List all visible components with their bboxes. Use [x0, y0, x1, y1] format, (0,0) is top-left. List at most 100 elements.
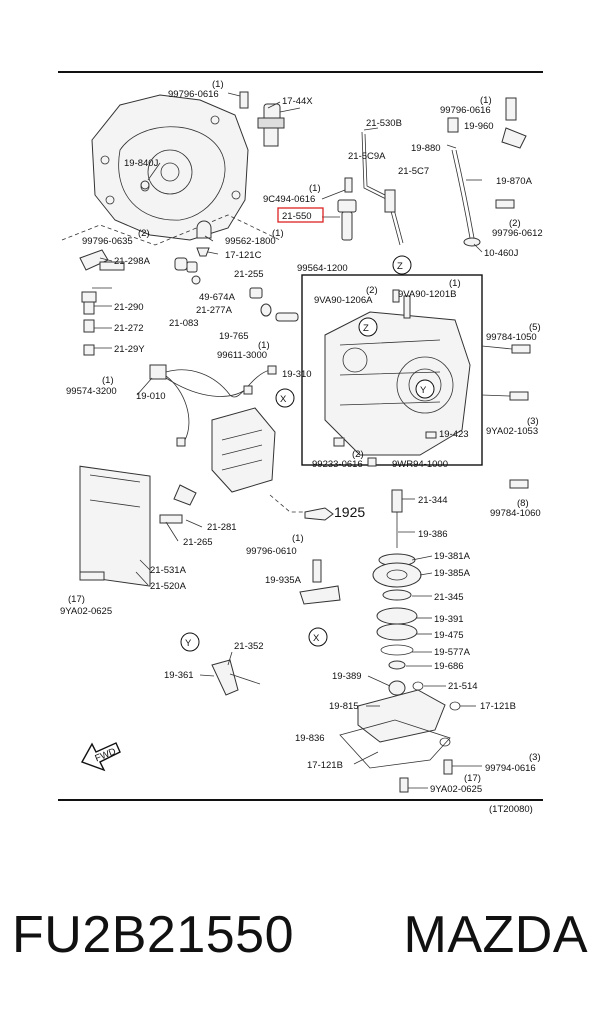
transmission-housing-illustration — [324, 289, 471, 467]
part-label: 99784-1060 — [490, 508, 541, 519]
left-small-parts — [79, 180, 299, 356]
qty-label: (2) — [509, 218, 521, 229]
part-label: 49-674A — [199, 292, 236, 303]
ref-y-housing: Y — [420, 385, 427, 396]
part-label: 21-298A — [114, 256, 151, 267]
dipstick-tube-illustration — [361, 97, 527, 247]
qty-label: (8) — [517, 498, 529, 509]
part-label: 99562-1800 — [225, 236, 276, 247]
part-label: 19-765 — [219, 331, 249, 342]
part-label: 19-815 — [329, 701, 359, 712]
part-label: 19-870A — [496, 176, 533, 187]
part-label: 21-531A — [150, 565, 187, 576]
part-label: 19-836 — [295, 733, 325, 744]
part-label: 9YA02-0625 — [60, 606, 112, 617]
part-label: 9YA02-1053 — [486, 426, 538, 437]
speed-sensor-illustration — [239, 91, 301, 147]
detail-box — [301, 274, 483, 466]
part-label: 21-344 — [418, 495, 448, 506]
part-label: 9WR94-1000 — [392, 459, 448, 470]
ref-x-lower: X — [313, 633, 320, 644]
fwd-text: FWD — [93, 746, 117, 764]
part-label: 21-272 — [114, 323, 144, 334]
part-label: 9VA90-1206A — [314, 295, 373, 306]
bolt-99784-1050 — [511, 344, 531, 354]
part-label: 19-577A — [434, 647, 471, 658]
part-label: 21-345 — [434, 592, 464, 603]
qty-label: (2) — [138, 228, 150, 239]
bolt-9ya02-1053 — [509, 391, 529, 401]
qty-label: (1) — [212, 79, 224, 90]
qty-label: (17) — [68, 594, 85, 605]
part-label: 21-5C9A — [348, 151, 386, 162]
part-label: 21-277A — [196, 305, 233, 316]
part-label: 21-281 — [207, 522, 237, 533]
part-label: 99233-0616 — [312, 459, 363, 470]
qty-label: (1) — [102, 375, 114, 386]
part-label: 19-935A — [265, 575, 302, 586]
footer-caption: FU2B21550 MAZDA — [0, 890, 600, 980]
part-label: 19-686 — [434, 661, 464, 672]
qty-label: (17) — [464, 773, 481, 784]
highlight-box-21-550 — [277, 207, 324, 223]
part-label: 19-475 — [434, 630, 464, 641]
transaxle-case-illustration — [91, 94, 249, 241]
part-number: FU2B21550 — [12, 906, 295, 964]
ref-z-upper: Z — [397, 261, 403, 272]
qty-label: (1) — [272, 228, 284, 239]
case-dash-line — [61, 214, 281, 246]
part-label: 99611-3000 — [217, 350, 267, 361]
qty-label: (2) — [352, 449, 364, 460]
leader-lines — [92, 92, 513, 789]
part-label: 17-121B — [480, 701, 516, 712]
ref-x-upper: X — [280, 394, 287, 405]
qty-label: (1) — [449, 278, 461, 289]
part-label: 21-083 — [169, 318, 199, 329]
qty-label: (1) — [480, 95, 492, 106]
part-label: 9C494-0616 — [263, 194, 315, 205]
wire-harness-illustration — [149, 364, 277, 447]
valve-body-illustration — [79, 407, 276, 587]
ref-1925: 1925 — [334, 504, 365, 520]
part-label: 21-514 — [448, 681, 478, 692]
part-label: 19-310 — [282, 369, 312, 380]
part-label: 19-361 — [164, 670, 194, 681]
qty-label: (1) — [292, 533, 304, 544]
bracket-illustration — [211, 559, 341, 696]
highlighted-part-label: 21-550 — [282, 211, 312, 222]
part-label: 21-29Y — [114, 344, 145, 355]
part-label: 19-389 — [332, 671, 362, 682]
ref-1925-dash — [269, 494, 305, 513]
qty-label: (2) — [366, 285, 378, 296]
part-label: 99574-3200 — [66, 386, 117, 397]
center-stack-illustration — [339, 489, 461, 793]
part-label: 17-121B — [307, 760, 343, 771]
part-label: 99796-0616 — [168, 89, 219, 100]
part-label: 17-121C — [225, 250, 262, 261]
ref-y-fork: Y — [185, 638, 192, 649]
part-label: 19-391 — [434, 614, 464, 625]
part-label: 21-352 — [234, 641, 264, 652]
part-label: 19-960 — [464, 121, 494, 132]
part-label: 19-423 — [439, 429, 469, 440]
part-label: 99796-0616 — [440, 105, 491, 116]
part-label: 99796-0610 — [246, 546, 297, 557]
part-label: 17-44X — [282, 96, 313, 107]
part-label: 99796-0635 — [82, 236, 133, 247]
part-label: 99564-1200 — [297, 263, 348, 274]
part-label: 9VA90-1201B — [398, 289, 456, 300]
qty-label: (1) — [309, 183, 321, 194]
part-labels: (1) 99796-0616 17-44X 19-840J (1) 9C494-… — [60, 79, 543, 815]
21-550-sensor-illustration — [322, 177, 357, 241]
part-label: 10-460J — [484, 248, 519, 259]
part-label: 19-840J — [124, 158, 159, 169]
qty-label: (3) — [529, 752, 541, 763]
part-label: 19-381A — [434, 551, 471, 562]
ref-circles: Z Z Y Y X X — [180, 255, 435, 652]
fwd-arrow-icon: FWD — [80, 742, 121, 772]
part-label: 9YA02-0625 — [430, 784, 482, 795]
part-label: 19-386 — [418, 529, 448, 540]
figure-code: (1T20080) — [489, 804, 533, 815]
exploded-parts-diagram: FWD Z Z Y Y X X (1) 99796-0616 — [58, 71, 543, 815]
part-label: 99794-0616 — [485, 763, 536, 774]
